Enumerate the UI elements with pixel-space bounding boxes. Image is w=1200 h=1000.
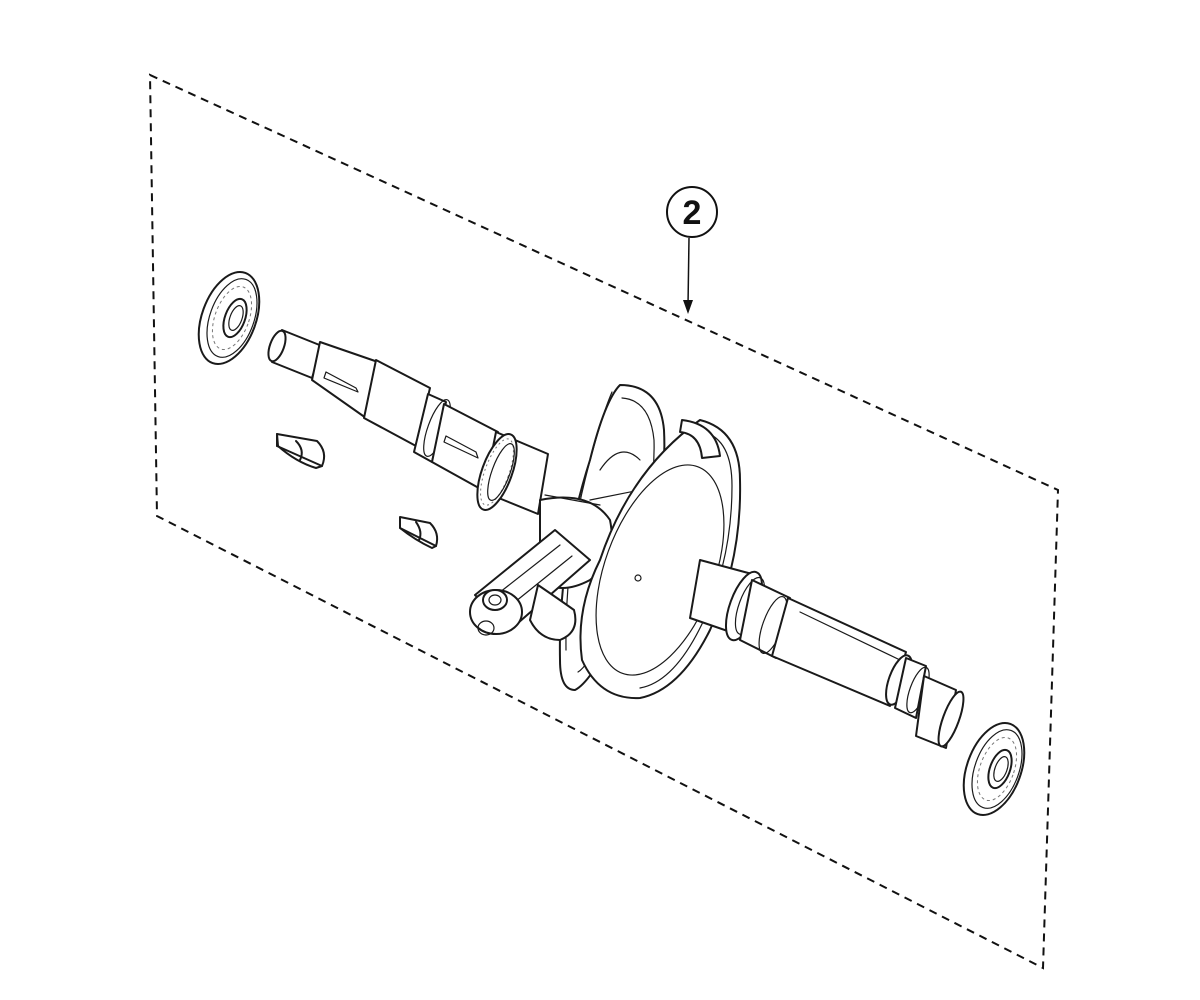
left-bearing <box>197 270 261 366</box>
woodruff-key-large <box>276 433 326 469</box>
crankshaft-assembly <box>267 329 965 749</box>
woodruff-key-small <box>399 516 439 549</box>
left-shaft <box>267 329 549 515</box>
part-callout[interactable]: 2 <box>666 186 718 314</box>
callout-leader <box>687 237 690 307</box>
right-shaft <box>689 559 965 749</box>
connecting-rod <box>469 494 613 641</box>
right-crank-web <box>579 419 742 700</box>
assembly-boundary <box>148 73 1060 970</box>
callout-number: 2 <box>683 194 702 232</box>
right-bearing <box>962 721 1026 817</box>
callout-arrowhead <box>683 300 693 314</box>
callout-circle <box>666 186 718 238</box>
